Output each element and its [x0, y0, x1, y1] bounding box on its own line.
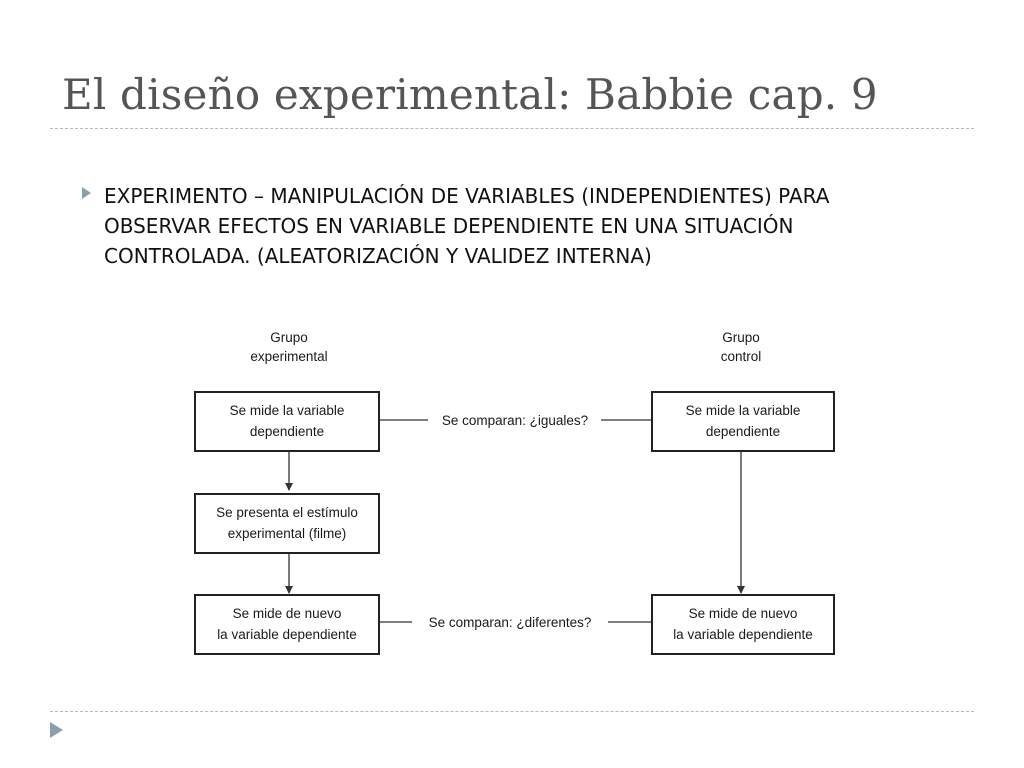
title-divider — [50, 128, 974, 129]
bullet-line-3: CONTROLADA. (ALEATORIZACIÓN Y VALIDEZ IN… — [104, 244, 652, 268]
exp-measure-line-1: Se mide la variable — [230, 403, 345, 418]
ctrl-measure-line-1: Se mide la variable — [686, 403, 801, 418]
ctrl-measure-line-2: dependiente — [706, 424, 780, 439]
slide-title: El diseño experimental: Babbie cap. 9 — [62, 70, 878, 119]
bullet-arrow-icon — [82, 187, 91, 199]
group-control-label-2: control — [721, 349, 762, 364]
footer-divider — [50, 711, 974, 712]
exp-stimulus-line-1: Se presenta el estímulo — [216, 505, 358, 520]
compare-top-label: Se comparan: ¿iguales? — [442, 413, 588, 428]
group-experimental-label-2: experimental — [250, 349, 327, 364]
exp-stimulus-box — [194, 493, 380, 554]
ctrl-remeasure-box — [651, 594, 835, 655]
exp-remeasure-line-1: Se mide de nuevo — [233, 606, 342, 621]
slide-marker-icon — [50, 722, 63, 738]
bullet-line-1: EXPERIMENTO – MANIPULACIÓN DE VARIABLES … — [104, 184, 830, 208]
exp-measure-line-2: dependiente — [250, 424, 324, 439]
group-experimental-label-1: Grupo — [270, 330, 308, 345]
group-control-label-1: Grupo — [722, 330, 760, 345]
ctrl-remeasure-line-2: la variable dependiente — [673, 627, 813, 642]
exp-remeasure-box — [194, 594, 380, 655]
exp-measure-box — [194, 391, 380, 452]
compare-bottom-label: Se comparan: ¿diferentes? — [429, 615, 592, 630]
ctrl-measure-box — [651, 391, 835, 452]
exp-stimulus-line-2: experimental (filme) — [228, 526, 347, 541]
bullet-text: EXPERIMENTO – MANIPULACIÓN DE VARIABLES … — [104, 181, 964, 271]
ctrl-remeasure-line-1: Se mide de nuevo — [689, 606, 798, 621]
exp-remeasure-line-2: la variable dependiente — [217, 627, 357, 642]
bullet-line-2: OBSERVAR EFECTOS EN VARIABLE DEPENDIENTE… — [104, 214, 794, 238]
